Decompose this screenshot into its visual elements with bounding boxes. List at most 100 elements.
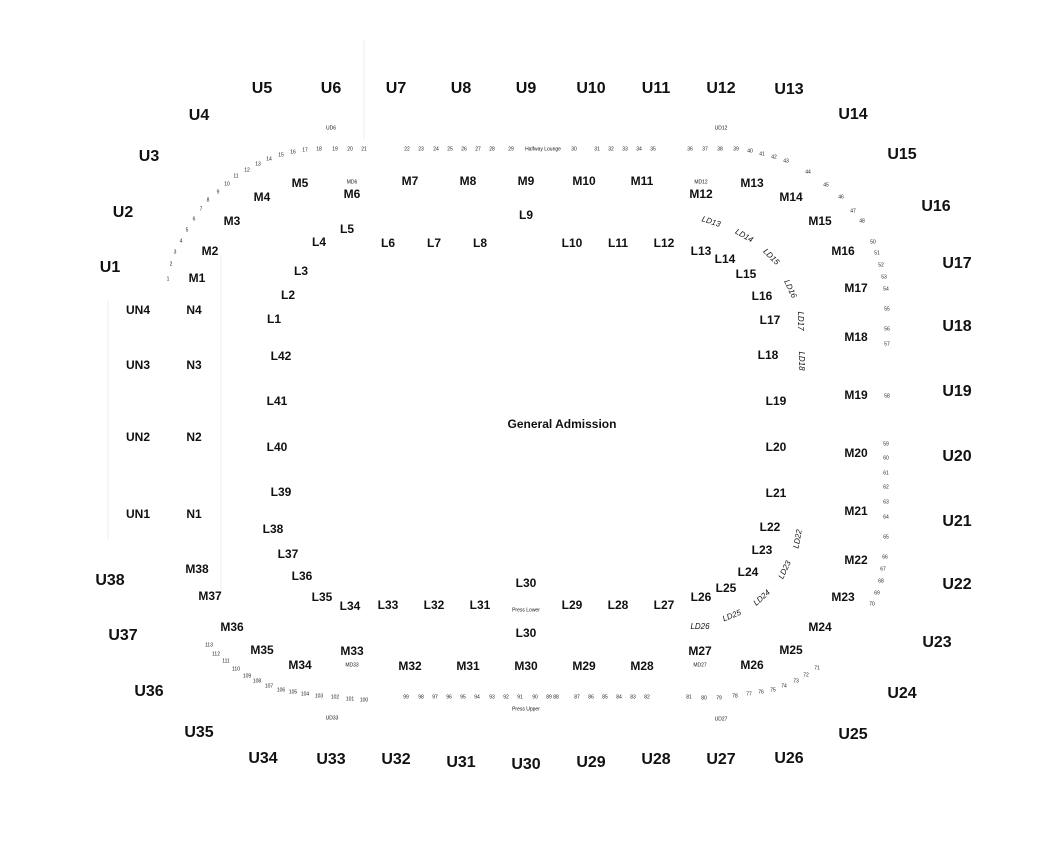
- section-u6[interactable]: U6: [321, 80, 342, 97]
- section-m4[interactable]: M4: [254, 190, 271, 204]
- section-m2[interactable]: M2: [202, 244, 219, 258]
- section-u38[interactable]: U38: [95, 572, 124, 589]
- box-11[interactable]: 11: [233, 173, 238, 179]
- section-l17[interactable]: L17: [760, 313, 781, 327]
- general-admission-area[interactable]: General Admission: [508, 417, 617, 431]
- box-19[interactable]: 19: [332, 146, 338, 152]
- section-n4[interactable]: N4: [186, 303, 202, 317]
- section-u35[interactable]: U35: [184, 724, 213, 741]
- box-36[interactable]: 36: [687, 146, 693, 152]
- box-47[interactable]: 47: [850, 208, 856, 214]
- section-m27[interactable]: M27: [688, 644, 712, 658]
- section-m25[interactable]: M25: [779, 643, 803, 657]
- section-m29[interactable]: M29: [572, 659, 596, 673]
- box-28[interactable]: 28: [489, 146, 495, 152]
- section-u3[interactable]: U3: [139, 148, 160, 165]
- section-l1[interactable]: L1: [267, 312, 281, 326]
- box-6[interactable]: 6: [193, 216, 196, 222]
- box-99[interactable]: 99: [403, 694, 409, 700]
- box-81[interactable]: 81: [686, 694, 692, 700]
- deck-ld17[interactable]: LD17: [796, 311, 805, 331]
- section-un3[interactable]: UN3: [126, 358, 150, 372]
- section-u21[interactable]: U21: [942, 513, 971, 530]
- section-u32[interactable]: U32: [381, 751, 410, 768]
- section-m16[interactable]: M16: [831, 244, 855, 258]
- section-u13[interactable]: U13: [774, 81, 803, 98]
- box-96[interactable]: 96: [446, 694, 452, 700]
- section-u26[interactable]: U26: [774, 750, 803, 767]
- section-u10[interactable]: U10: [576, 80, 605, 97]
- section-u11[interactable]: U11: [642, 80, 671, 97]
- box-100[interactable]: 100: [360, 697, 369, 703]
- box-46[interactable]: 46: [838, 194, 844, 200]
- box-14[interactable]: 14: [266, 156, 272, 162]
- box-107[interactable]: 107: [265, 683, 274, 689]
- box-90[interactable]: 90: [532, 694, 538, 700]
- box-93[interactable]: 93: [489, 694, 495, 700]
- section-u37[interactable]: U37: [108, 627, 137, 644]
- deck-ld18[interactable]: LD18: [797, 351, 806, 371]
- box-65[interactable]: 65: [883, 534, 889, 540]
- box-79[interactable]: 79: [716, 695, 722, 701]
- section-m31[interactable]: M31: [456, 659, 480, 673]
- deck-ld14[interactable]: LD14: [734, 227, 756, 245]
- section-m7[interactable]: M7: [402, 174, 419, 188]
- section-u36[interactable]: U36: [134, 683, 163, 700]
- section-m11[interactable]: M11: [631, 174, 654, 188]
- section-un2[interactable]: UN2: [126, 430, 150, 444]
- section-m28[interactable]: M28: [630, 659, 654, 673]
- box-86[interactable]: 86: [588, 694, 594, 700]
- box-105[interactable]: 105: [289, 689, 298, 695]
- box-53[interactable]: 53: [881, 274, 887, 280]
- section-u18[interactable]: U18: [942, 318, 971, 335]
- box-77[interactable]: 77: [746, 691, 752, 697]
- section-l11[interactable]: L11: [608, 236, 628, 250]
- section-u7[interactable]: U7: [386, 80, 407, 97]
- section-m20[interactable]: M20: [844, 446, 868, 460]
- section-l30-upper[interactable]: L30: [516, 576, 537, 590]
- box-95[interactable]: 95: [460, 694, 466, 700]
- box-67[interactable]: 67: [880, 566, 886, 572]
- box-68[interactable]: 68: [878, 578, 884, 584]
- box-91[interactable]: 91: [517, 694, 523, 700]
- box-51[interactable]: 51: [874, 250, 880, 256]
- section-l14[interactable]: L14: [715, 252, 736, 266]
- section-u31[interactable]: U31: [446, 754, 475, 771]
- box-13[interactable]: 13: [255, 161, 261, 167]
- box-58[interactable]: 58: [884, 393, 890, 399]
- box-113[interactable]: 113: [205, 642, 213, 648]
- section-l27[interactable]: L27: [654, 598, 675, 612]
- box-10[interactable]: 10: [224, 181, 230, 187]
- box-59[interactable]: 59: [883, 441, 889, 447]
- deck-ld25[interactable]: LD25: [721, 608, 743, 624]
- box-87[interactable]: 87: [574, 694, 580, 700]
- section-u24[interactable]: U24: [887, 685, 916, 702]
- section-l40[interactable]: L40: [267, 440, 288, 454]
- section-l16[interactable]: L16: [752, 289, 773, 303]
- section-m24[interactable]: M24: [808, 620, 832, 634]
- deck-ld16[interactable]: LD16: [782, 278, 798, 300]
- section-m22[interactable]: M22: [844, 553, 868, 567]
- section-u8[interactable]: U8: [451, 80, 472, 97]
- box-20[interactable]: 20: [347, 146, 353, 152]
- section-l15[interactable]: L15: [736, 267, 757, 281]
- section-l6[interactable]: L6: [381, 236, 395, 250]
- box-35[interactable]: 35: [650, 146, 656, 152]
- section-m13[interactable]: M13: [740, 176, 764, 190]
- box-92[interactable]: 92: [503, 694, 509, 700]
- section-u30[interactable]: U30: [511, 756, 540, 773]
- section-m26[interactable]: M26: [740, 658, 764, 672]
- section-m14[interactable]: M14: [779, 190, 803, 204]
- box-94[interactable]: 94: [474, 694, 480, 700]
- box-108[interactable]: 108: [253, 678, 262, 684]
- section-un4[interactable]: UN4: [126, 303, 150, 317]
- box-62[interactable]: 62: [883, 484, 889, 490]
- box-45[interactable]: 45: [823, 182, 829, 188]
- deck-ld22[interactable]: LD22: [792, 528, 804, 549]
- box-89[interactable]: 89: [546, 694, 552, 700]
- section-u25[interactable]: U25: [838, 726, 867, 743]
- section-u29[interactable]: U29: [576, 754, 605, 771]
- section-n3[interactable]: N3: [186, 358, 202, 372]
- section-m10[interactable]: M10: [572, 174, 596, 188]
- box-22[interactable]: 22: [404, 146, 410, 152]
